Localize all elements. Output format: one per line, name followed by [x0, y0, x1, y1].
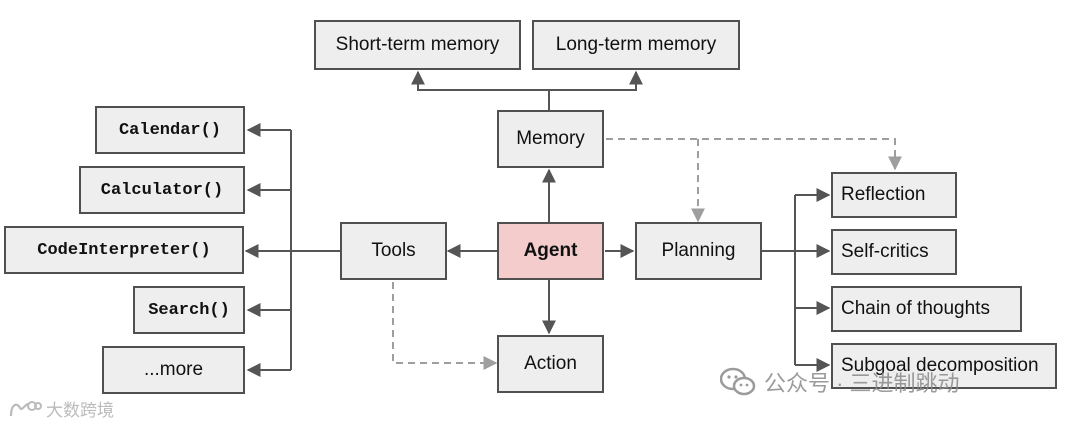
action-node: Action	[497, 335, 604, 393]
reflection-node: Reflection	[831, 172, 957, 218]
wechat-watermark: 公众号 · 三进制跳动	[720, 366, 960, 398]
logo-icon	[9, 400, 42, 416]
memory-node: Memory	[497, 110, 604, 168]
calculator-node: Calculator()	[79, 166, 245, 214]
long-term-memory-node: Long-term memory	[532, 20, 740, 70]
code-interpreter-node: CodeInterpreter()	[4, 226, 244, 274]
chain-of-thoughts-node: Chain of thoughts	[831, 286, 1022, 332]
wechat-watermark-text: 公众号 · 三进制跳动	[764, 371, 960, 396]
more-node: ...more	[102, 346, 245, 394]
agent-node: Agent	[497, 222, 604, 280]
edge-memory-to-memory-types	[411, 70, 550, 110]
short-term-memory-node: Short-term memory	[314, 20, 521, 70]
edge-memory-to-long-term	[549, 70, 643, 91]
tools-node: Tools	[340, 222, 447, 280]
calendar-node: Calendar()	[95, 106, 245, 154]
edge-memory-to-reflection-dashed	[606, 138, 902, 171]
self-critics-node: Self-critics	[831, 229, 957, 275]
wechat-icon	[720, 367, 756, 396]
source-watermark-text: 大数跨境	[46, 401, 114, 420]
planning-node: Planning	[635, 222, 762, 280]
source-watermark: 大数跨境	[8, 396, 114, 421]
subgoal-decomposition-node: Subgoal decomposition	[831, 343, 1057, 389]
search-node: Search()	[133, 286, 245, 334]
edge-tools-to-action-dashed	[392, 282, 498, 370]
